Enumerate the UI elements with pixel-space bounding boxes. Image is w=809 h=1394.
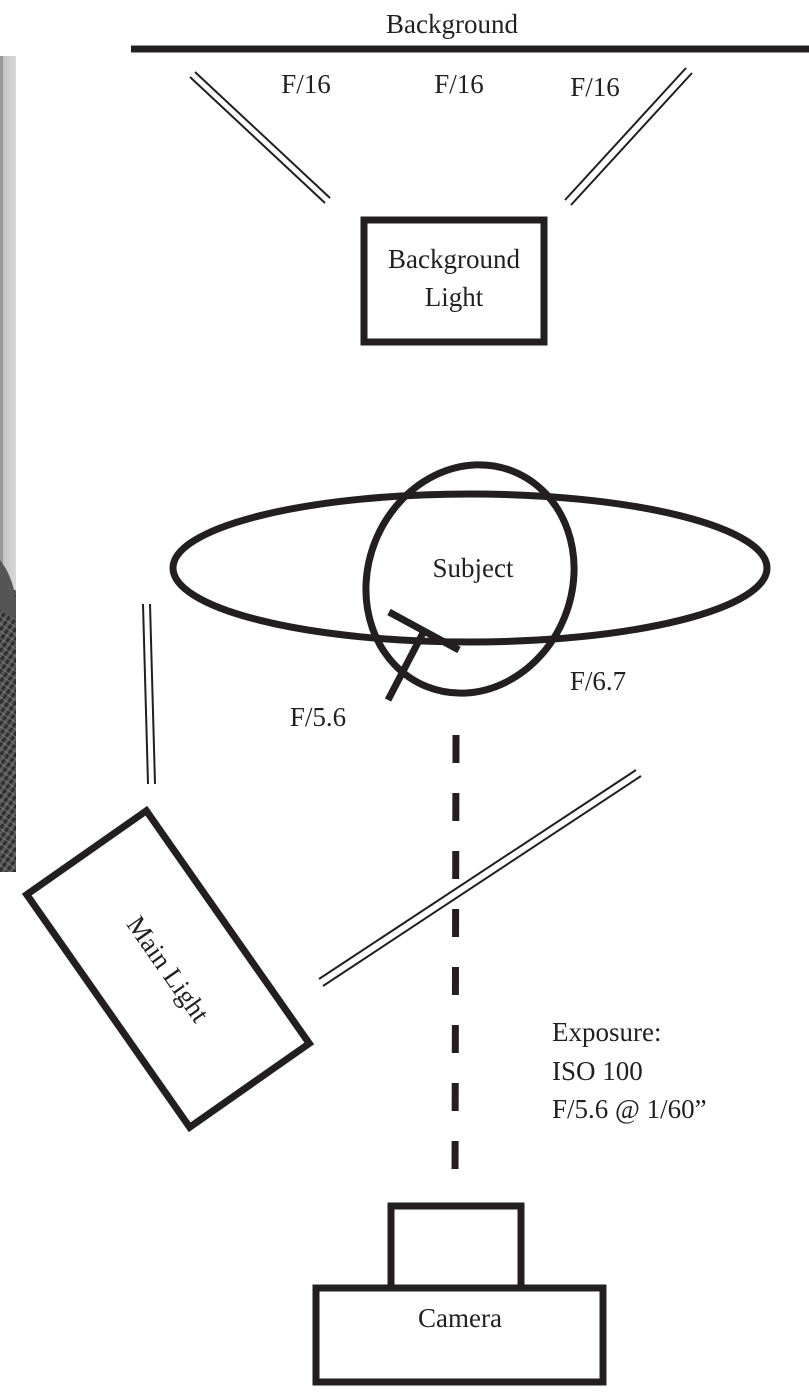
reading-right: F/6.7 xyxy=(570,666,626,696)
camera-body xyxy=(312,1284,607,1386)
main-light-beam-up xyxy=(142,603,156,785)
main-light-label: Main Light xyxy=(121,910,216,1028)
background-light-beam-right xyxy=(564,67,693,206)
camera-label: Camera xyxy=(418,1303,502,1333)
subject-figure xyxy=(169,461,771,702)
portrait-photo-fragment xyxy=(0,56,16,872)
background-light-label-line2: Light xyxy=(425,282,484,312)
background-label: Background xyxy=(386,9,518,39)
camera-axis-line xyxy=(451,734,460,1187)
subject-label: Subject xyxy=(433,553,514,583)
bg-reading-right: F/16 xyxy=(570,72,620,102)
background-light-box xyxy=(360,216,548,346)
exposure-iso: ISO 100 xyxy=(552,1056,643,1086)
main-light-group: Main Light xyxy=(21,805,315,1133)
background-light-label-line1: Background xyxy=(388,244,520,274)
background-light-beam-left xyxy=(189,71,331,204)
camera-lens xyxy=(387,1202,525,1292)
exposure-title: Exposure: xyxy=(552,1017,661,1047)
reading-left: F/5.6 xyxy=(290,702,346,732)
main-light-beam-diagonal xyxy=(318,769,642,987)
camera-figure xyxy=(312,1202,607,1386)
subject-head-ellipse xyxy=(362,461,578,697)
subject-nose-stem xyxy=(384,629,428,702)
subject-shoulders-ellipse xyxy=(169,490,771,646)
bg-reading-center: F/16 xyxy=(434,69,484,99)
exposure-setting: F/5.6 @ 1/60” xyxy=(552,1094,707,1124)
bg-reading-left: F/16 xyxy=(281,69,331,99)
main-light-box xyxy=(21,805,315,1133)
